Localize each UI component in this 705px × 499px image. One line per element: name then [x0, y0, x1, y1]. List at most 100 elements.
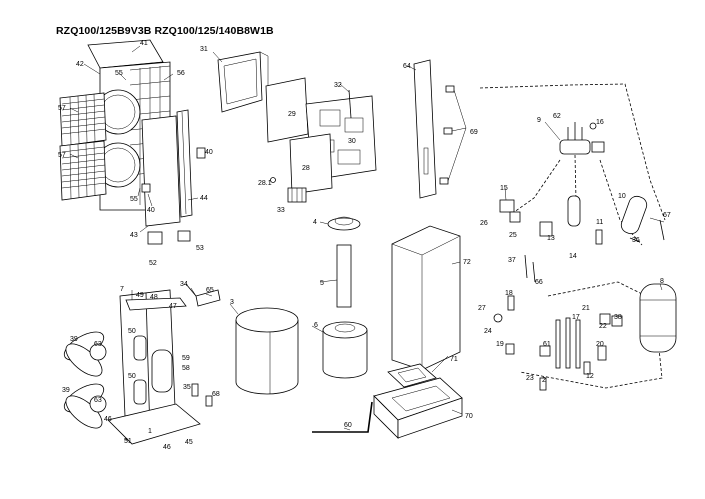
key-60-part: [312, 401, 373, 433]
coil-13-part: [539, 221, 553, 237]
part-17-b: [565, 317, 571, 369]
casing-group: [59, 39, 206, 245]
filter-14-part: [567, 195, 581, 227]
part-label: 18: [505, 290, 513, 297]
part-label: 34: [180, 281, 188, 288]
pcb-28-part: [289, 133, 333, 195]
packing-72-part: [391, 225, 461, 371]
part-label: 10: [618, 193, 626, 200]
part-label: 23: [526, 375, 534, 382]
clip-55-part: [141, 183, 151, 193]
part-number-labels: 41 42 55 56 57 57 40 55 40 44 43 52 53 3…: [58, 40, 671, 451]
part-label: 29: [288, 111, 296, 118]
packing-72-group: [391, 225, 461, 371]
motor-group: [322, 216, 368, 379]
leader-lines: [69, 45, 665, 431]
part-label: 8: [660, 278, 664, 285]
part-label: 50: [128, 328, 136, 335]
part-label: 26: [480, 220, 488, 227]
part-label: 50: [128, 373, 136, 380]
part-label: 4: [313, 219, 317, 226]
part-label: 15: [500, 185, 508, 192]
part-label: 48: [150, 294, 158, 301]
part-label: 46: [163, 444, 171, 451]
part-label: 47: [169, 303, 177, 310]
part-label: 46: [104, 416, 112, 423]
part-19: [505, 343, 515, 355]
part-label: 67: [663, 212, 671, 219]
part-label: 39: [62, 387, 70, 394]
motor-6-part: [322, 330, 368, 379]
part-label: 61: [543, 341, 551, 348]
sensor-67-part: [659, 219, 665, 241]
part-label: 11: [596, 219, 603, 226]
part-label: 6: [314, 322, 318, 329]
part-label: 31: [200, 46, 208, 53]
part-label: 66: [535, 279, 543, 286]
part-label: 32: [334, 82, 342, 89]
lower-grille-part: [59, 140, 107, 201]
part-label: 40: [147, 207, 155, 214]
part-61: [539, 345, 551, 357]
insulation-3-part: [235, 320, 299, 395]
part-label: 63: [94, 397, 102, 404]
compressor-group: [493, 281, 677, 391]
part-label: 60: [344, 422, 352, 429]
part-label: 28: [302, 165, 310, 172]
part-label: 55: [115, 70, 123, 77]
switch-box-group: [217, 51, 377, 203]
bracket-53-part: [177, 230, 191, 242]
shaft-5-part: [336, 244, 352, 308]
part-22: [599, 313, 611, 325]
part-label: 21: [582, 305, 590, 312]
part-label: 62: [553, 113, 561, 120]
part-label: 39: [70, 336, 78, 343]
sensor-37-part: [524, 254, 528, 279]
part-label: 36: [632, 237, 640, 244]
pcb-29-part: [265, 77, 309, 143]
part-label: 71: [450, 356, 458, 363]
part-label: 17: [572, 314, 580, 321]
side-bar-part: [176, 109, 193, 218]
part-label: 63: [94, 341, 102, 348]
bracket-32-part: [348, 89, 352, 119]
switch-box-cover-part: [217, 51, 263, 113]
insulation-wrap-group: [235, 307, 299, 395]
part-label: 20: [596, 341, 604, 348]
valve-11-part: [595, 229, 603, 245]
part-label: 14: [569, 253, 577, 260]
part-18: [507, 295, 515, 311]
diagram-title: RZQ100/125B9V3B RZQ100/125/140B8W1B: [56, 25, 274, 37]
part-12: [583, 361, 591, 375]
part-label: 49: [136, 292, 144, 299]
part-2: [539, 377, 547, 391]
part-label: 69: [470, 129, 478, 136]
upper-fan-39-part: [63, 331, 107, 377]
nut-4-part: [327, 217, 361, 231]
part-label: 64: [403, 63, 411, 70]
part-label: 68: [212, 391, 220, 398]
part-label: 27: [478, 305, 486, 312]
frame-group: [63, 283, 221, 445]
part-17-a: [555, 319, 561, 369]
part-label: 12: [586, 373, 594, 380]
four-way-valve-part: [559, 122, 605, 155]
bracket-64-part: [413, 59, 437, 199]
part-35: [191, 383, 199, 397]
part-label: 35: [183, 384, 191, 391]
part-24: [493, 313, 503, 323]
part-label: 70: [465, 413, 473, 420]
part-label: 40: [205, 149, 213, 156]
compressor-inside: [151, 349, 173, 393]
part-38: [611, 315, 623, 327]
bracket-52-part: [147, 231, 163, 245]
clip-69a-part: [445, 85, 455, 93]
part-label: 55: [130, 196, 138, 203]
part-label: 13: [547, 235, 555, 242]
part-label: 57: [58, 152, 66, 159]
part-label: 22: [599, 323, 607, 330]
part-label: 2: [542, 377, 546, 384]
part-label: 25: [509, 232, 517, 239]
part-label: 37: [508, 257, 516, 264]
